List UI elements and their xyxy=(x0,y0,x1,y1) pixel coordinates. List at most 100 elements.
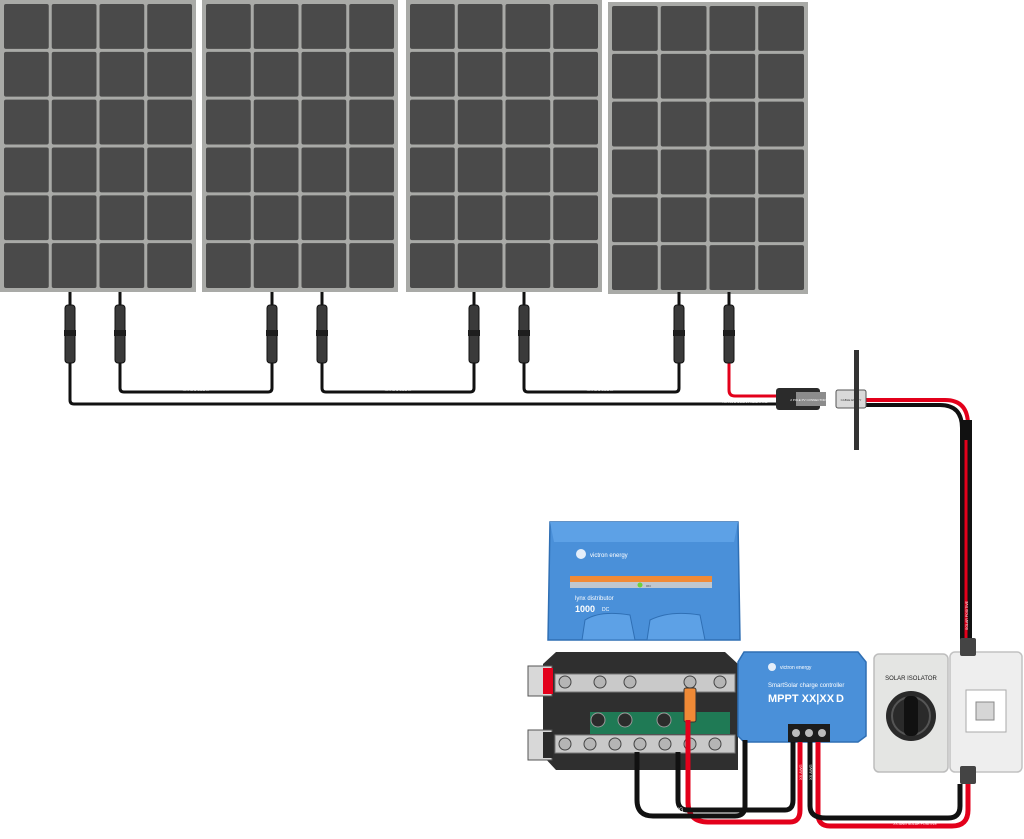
panel-cell xyxy=(709,149,756,195)
panel-cell xyxy=(505,51,551,97)
bolt-icon xyxy=(683,675,697,689)
series-link-1-2 xyxy=(118,360,274,394)
mppt-housing xyxy=(737,651,867,743)
solar-panel-4 xyxy=(608,2,808,294)
pv-connector-junction: 2 POLE PV CONNECTOR CABLE ENTRY xyxy=(776,350,867,450)
lynx-handle-left xyxy=(581,612,636,641)
inline-connector-label: 2 POLE PV CONNECTOR xyxy=(790,398,826,402)
isolator-title: SOLAR ISOLATOR xyxy=(885,676,937,682)
panel-cell xyxy=(253,195,299,241)
lynx-handle-right xyxy=(646,612,706,641)
panel-cell xyxy=(553,51,598,97)
pv-negative-to-mppt xyxy=(807,742,963,821)
cable-label-return: XX AWG SOLAR NEGATIVE xyxy=(723,400,769,404)
panel-cell xyxy=(758,149,804,195)
panel-cell xyxy=(758,53,804,99)
panel-cell xyxy=(553,99,598,145)
panel-cell xyxy=(147,99,192,145)
panel-cell xyxy=(301,4,347,49)
panel-cell xyxy=(51,195,97,241)
panel-cell xyxy=(612,101,658,147)
series-link-2-3 xyxy=(320,360,476,394)
mc4-lock-ring xyxy=(316,330,328,336)
panel-cell xyxy=(612,6,658,51)
awg-label-right-2: XX AWG xyxy=(808,764,813,780)
panel-cell xyxy=(99,243,145,288)
junction-box-toggle xyxy=(975,701,995,721)
panel-cell xyxy=(457,4,503,49)
bolt-icon xyxy=(608,737,622,751)
dc-wiring: XX AWG XX AWG XX AWG XX AWG SOLAR POSITI… xyxy=(634,720,971,829)
mppt-model: MPPT XX|XX xyxy=(768,693,835,705)
array-negative-return xyxy=(68,360,780,406)
solar-run-negative xyxy=(866,403,964,640)
panel-cell xyxy=(4,4,49,49)
solar-panel-1 xyxy=(0,0,196,292)
terminal-screw-icon xyxy=(792,729,800,737)
panel-cell xyxy=(51,99,97,145)
panel-cell xyxy=(206,4,251,49)
panel-cell xyxy=(410,243,455,288)
panel-cell xyxy=(553,195,598,241)
junction-box-gland-top xyxy=(960,638,976,656)
mppt-product: SmartSolar charge controller xyxy=(768,683,844,689)
bolt-icon xyxy=(658,737,672,751)
panel-cell xyxy=(505,195,551,241)
awg-label-right: XX AWG xyxy=(798,764,803,780)
solar-isolator-switch: SOLAR ISOLATOR xyxy=(873,653,949,773)
panel-cell xyxy=(457,99,503,145)
panel-cell xyxy=(206,243,251,288)
panel-cell xyxy=(758,245,804,290)
bolt-icon xyxy=(558,675,572,689)
panel-cell xyxy=(709,197,756,243)
panel-cell xyxy=(349,4,394,49)
cable-label-vertical: SOLAR POSITIVE xyxy=(965,600,969,630)
panel-cell xyxy=(301,243,347,288)
panel-cell xyxy=(660,245,707,290)
panel-cell xyxy=(206,51,251,97)
lynx-rating-unit: DC xyxy=(602,607,610,613)
lynx-led-label: ON xyxy=(646,584,651,588)
terminal-screw-icon xyxy=(818,729,826,737)
panel-cell xyxy=(253,147,299,193)
panel-cell xyxy=(660,101,707,147)
bolt-icon xyxy=(713,675,727,689)
panel-cell xyxy=(758,101,804,147)
busbar-top-bar xyxy=(554,673,736,693)
panel-cell xyxy=(612,53,658,99)
bolt-icon xyxy=(593,675,607,689)
bolt-icon xyxy=(656,712,672,728)
roof-plate xyxy=(854,350,859,450)
panel-cell xyxy=(457,147,503,193)
solar-run-positive xyxy=(866,398,970,640)
terminal-screw-icon xyxy=(805,729,813,737)
inline-connector-sleeve xyxy=(796,392,826,406)
panel-cell xyxy=(4,147,49,193)
panel-cell xyxy=(349,243,394,288)
cable-label-2: XX AWG SOLAR xyxy=(385,388,412,392)
panel-cell xyxy=(505,147,551,193)
panel-cell xyxy=(4,51,49,97)
panel-cell xyxy=(349,99,394,145)
lynx-title: lynx distributor xyxy=(575,596,614,602)
lynx-status-led xyxy=(637,582,643,588)
mc4-lock-ring xyxy=(266,330,278,336)
panel-cell xyxy=(660,149,707,195)
panel-cell xyxy=(709,6,756,51)
cable-label-1: XX AWG SOLAR xyxy=(183,388,210,392)
mc4-lock-ring xyxy=(723,330,735,336)
panel-cell xyxy=(147,147,192,193)
panel-cell xyxy=(457,243,503,288)
bolt-icon xyxy=(633,737,647,751)
mppt-brand: victron energy xyxy=(780,665,812,671)
busbar-terminal-minus-cover xyxy=(543,732,553,758)
solar-panel-3 xyxy=(406,0,602,292)
panel-cell xyxy=(505,4,551,49)
solar-panel-2 xyxy=(202,0,398,292)
lynx-top-bevel xyxy=(550,522,738,542)
panel-cell xyxy=(301,51,347,97)
array-positive-lead xyxy=(727,360,780,398)
panel-cell xyxy=(410,99,455,145)
panel-cell xyxy=(206,195,251,241)
